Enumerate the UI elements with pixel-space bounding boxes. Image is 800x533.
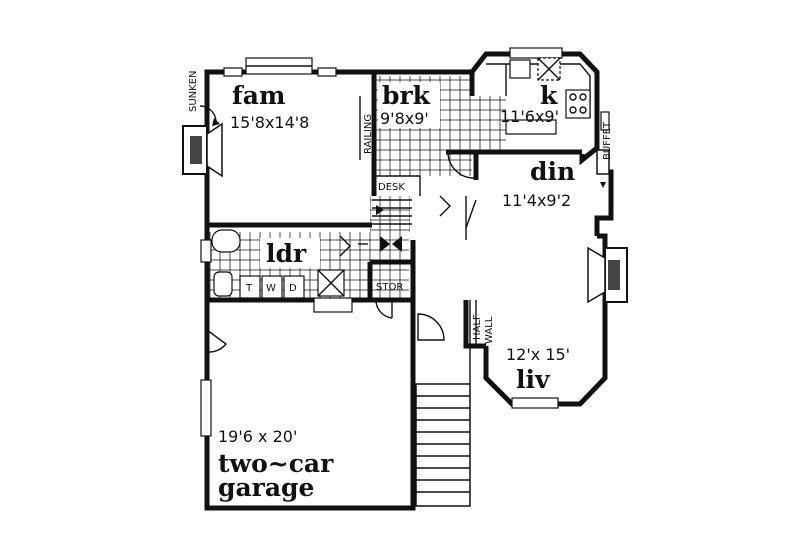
wall-label: WALL bbox=[484, 316, 495, 344]
family-fireplace bbox=[182, 122, 223, 178]
toilet-icon bbox=[213, 271, 233, 297]
brk-label: brk bbox=[382, 81, 431, 110]
k-dim: 11'6x9' bbox=[500, 107, 559, 126]
tub-label: T bbox=[245, 283, 253, 294]
sink bbox=[509, 59, 531, 79]
laundry-fixtures bbox=[211, 229, 345, 299]
ldr-label: ldr bbox=[266, 239, 307, 268]
k-label: k bbox=[540, 81, 558, 110]
interior-stairs bbox=[372, 199, 412, 225]
desk-label: DESK bbox=[378, 182, 405, 193]
railing-label: RAILING bbox=[363, 114, 374, 154]
brk-dim: 9'8x9' bbox=[380, 109, 429, 128]
room-labels: fam 15'8x14'8 brk 9'8x9' k 11'6x9' din 1… bbox=[218, 81, 575, 502]
living-fireplace bbox=[587, 246, 628, 304]
garage-dim: 19'6 x 20' bbox=[218, 427, 297, 446]
din-dim: 11'4x9'2 bbox=[502, 191, 571, 210]
doors bbox=[206, 151, 477, 353]
entry-stairs bbox=[415, 300, 471, 507]
half-label: HALF bbox=[472, 314, 483, 340]
sunken-label: SUNKEN bbox=[188, 70, 199, 112]
annotation-labels: SUNKEN RAILING DESK BUFFET STOR HALF WAL… bbox=[188, 70, 613, 344]
fam-label: fam bbox=[232, 81, 285, 110]
garage-label-2: garage bbox=[218, 473, 314, 502]
windows bbox=[200, 47, 610, 437]
liv-dim: 12'x 15' bbox=[506, 345, 570, 364]
kitchen-island bbox=[505, 119, 557, 135]
stor-label: STOR bbox=[376, 282, 403, 293]
din-label: din bbox=[530, 157, 575, 186]
kitchen-tile-floor bbox=[472, 96, 506, 152]
buffet-label: BUFFET bbox=[602, 121, 613, 160]
fam-dim: 15'8x14'8 bbox=[230, 113, 309, 132]
dryer-label: D bbox=[289, 283, 297, 294]
interior-walls bbox=[207, 72, 582, 303]
tub-icon bbox=[211, 229, 241, 253]
range bbox=[565, 89, 591, 119]
buffet-arrow-icon bbox=[600, 182, 606, 188]
liv-label: liv bbox=[516, 365, 551, 394]
garage-label-1: two~car bbox=[218, 449, 334, 478]
kitchen-counters bbox=[486, 57, 591, 135]
washer-label: W bbox=[266, 283, 276, 294]
